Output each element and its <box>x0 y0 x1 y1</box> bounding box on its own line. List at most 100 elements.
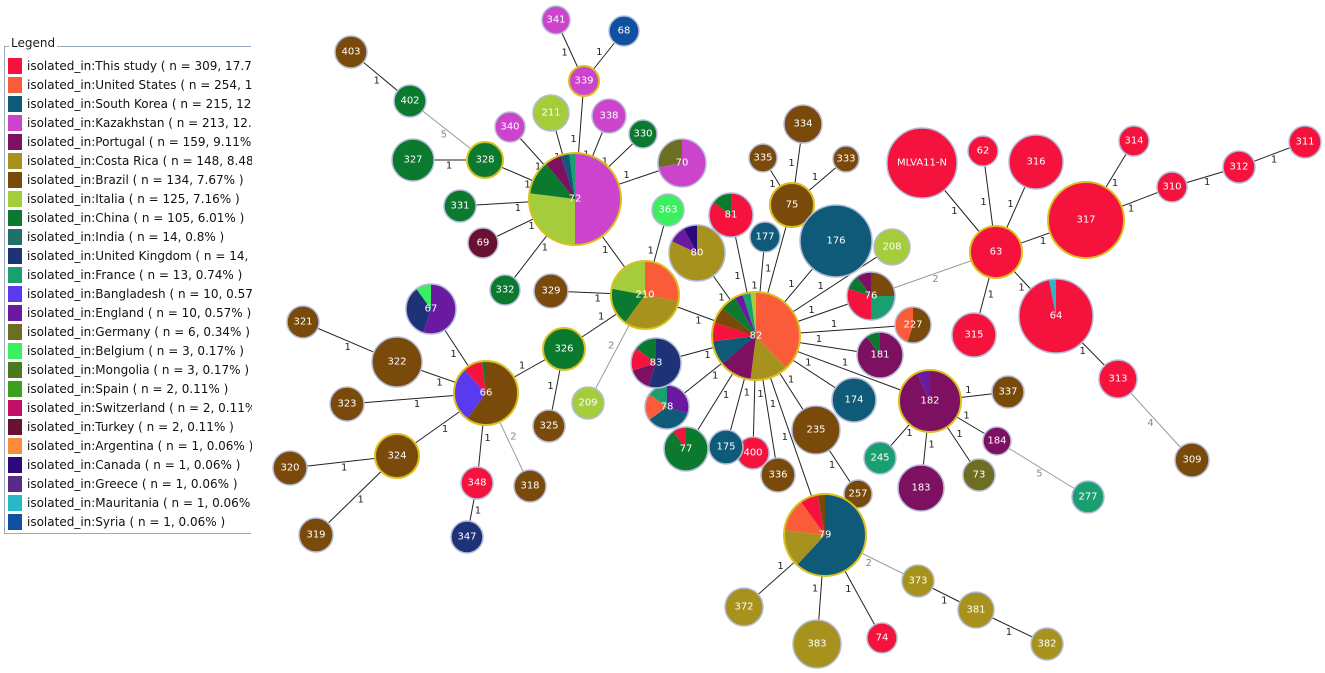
pie-slice <box>673 426 686 449</box>
legend-item: isolated_in:Belgium ( n = 3, 0.17% ) <box>8 341 252 360</box>
node-label: 339 <box>574 76 593 87</box>
node-label: 83 <box>650 358 663 369</box>
node-174: 174 <box>831 377 877 423</box>
node-border <box>748 143 778 173</box>
node-border <box>1098 359 1138 399</box>
node-245: 245 <box>863 441 897 475</box>
node-318: 318 <box>513 469 547 503</box>
node-border <box>630 337 682 389</box>
node-322: 322 <box>371 336 423 388</box>
node-348: 348 <box>460 466 494 500</box>
legend-swatch <box>8 323 22 340</box>
node-circle <box>569 66 599 96</box>
node-border <box>1047 181 1125 259</box>
node-label: 341 <box>546 15 565 26</box>
node-label: 227 <box>903 320 922 331</box>
pie-slice <box>756 292 800 369</box>
node-336: 336 <box>760 457 796 493</box>
edge-distance-label: 1 <box>842 357 848 368</box>
node-label: 75 <box>786 200 799 211</box>
pie-slice <box>529 163 575 199</box>
pie-slice <box>713 193 731 215</box>
pie-slice <box>467 361 518 425</box>
node-label: 74 <box>876 633 889 644</box>
edge-distance-label: 1 <box>770 399 776 410</box>
node-label: 208 <box>882 242 901 253</box>
edge-distance-label: 2 <box>510 431 516 442</box>
pie-slice <box>658 139 707 188</box>
pie-slice <box>871 272 895 296</box>
node-circle <box>952 313 996 357</box>
node-label: 174 <box>844 395 863 406</box>
node-323: 323 <box>329 386 365 422</box>
node-182: 182 <box>898 369 962 433</box>
pie-slice <box>658 139 682 168</box>
node-210: 210 <box>610 260 680 330</box>
node-363: 363 <box>651 193 685 227</box>
legend-swatch <box>8 304 22 321</box>
edge-distance-label: 1 <box>358 494 364 505</box>
legend-list: isolated_in:This study ( n = 309, 17.7%i… <box>8 56 252 531</box>
node-border <box>494 111 526 143</box>
edge-distance-label: 1 <box>414 399 420 410</box>
node-border <box>711 291 801 381</box>
legend-item: isolated_in:Syria ( n = 1, 0.06% ) <box>8 512 252 531</box>
node-border <box>962 458 996 492</box>
node-312: 312 <box>1222 150 1256 184</box>
node-79: 79 <box>783 493 867 577</box>
node-76: 76 <box>846 271 896 321</box>
node-72: 72 <box>528 152 622 246</box>
node-border <box>286 305 320 339</box>
node-border <box>873 228 911 266</box>
pie-slice <box>846 288 871 321</box>
legend-swatch <box>8 285 22 302</box>
node-border <box>831 377 877 423</box>
node-border <box>405 283 457 335</box>
legend-swatch <box>8 114 22 131</box>
node-circle <box>898 465 944 511</box>
pie-slice <box>611 261 645 295</box>
node-border <box>528 152 622 246</box>
node-circle <box>490 275 520 305</box>
legend-swatch <box>8 418 22 435</box>
node-341: 341 <box>541 5 571 35</box>
node-border <box>298 517 334 553</box>
node-label: 327 <box>403 155 422 166</box>
edge-distance-label: 1 <box>596 47 602 58</box>
node-62: 62 <box>967 135 999 167</box>
legend-label: isolated_in:Mongolia ( n = 3, 0.17% ) <box>27 362 250 377</box>
node-309: 309 <box>1174 442 1210 478</box>
node-circle <box>832 378 876 422</box>
node-label: 182 <box>920 396 939 407</box>
node-circle <box>461 467 493 499</box>
node-label: 76 <box>865 291 878 302</box>
node-circle <box>609 16 639 46</box>
edge-distance-label: 1 <box>818 281 824 292</box>
pie-slice <box>712 322 756 342</box>
pie-slice <box>667 385 689 414</box>
node-label: 73 <box>973 470 986 481</box>
node-340: 340 <box>494 111 526 143</box>
node-border <box>453 360 519 426</box>
legend-title: Legend <box>9 36 58 50</box>
node-label: 313 <box>1108 374 1127 385</box>
edge-distance-label: 1 <box>547 381 553 392</box>
legend-label: isolated_in:Brazil ( n = 134, 7.67% ) <box>27 172 244 187</box>
edge-distance-label: 1 <box>535 162 541 173</box>
node-circle <box>725 588 763 626</box>
node-border <box>571 386 605 420</box>
edge-distance-label: 1 <box>1128 204 1134 215</box>
pie-slice <box>632 363 656 387</box>
edge-distance-label: 1 <box>831 319 837 330</box>
edge-distance-label: 2 <box>932 274 938 285</box>
node-circle <box>543 328 585 370</box>
node-border <box>542 327 586 371</box>
edge-distance-label: 1 <box>751 281 757 292</box>
legend-item: isolated_in:India ( n = 14, 0.8% ) <box>8 227 252 246</box>
node-border <box>450 520 484 554</box>
edge-distance-label: 1 <box>757 389 763 400</box>
edge-distance-label: 1 <box>524 180 530 191</box>
edge-distance-label: 1 <box>788 158 794 169</box>
node-326: 326 <box>542 327 586 371</box>
node-label: 245 <box>870 453 889 464</box>
